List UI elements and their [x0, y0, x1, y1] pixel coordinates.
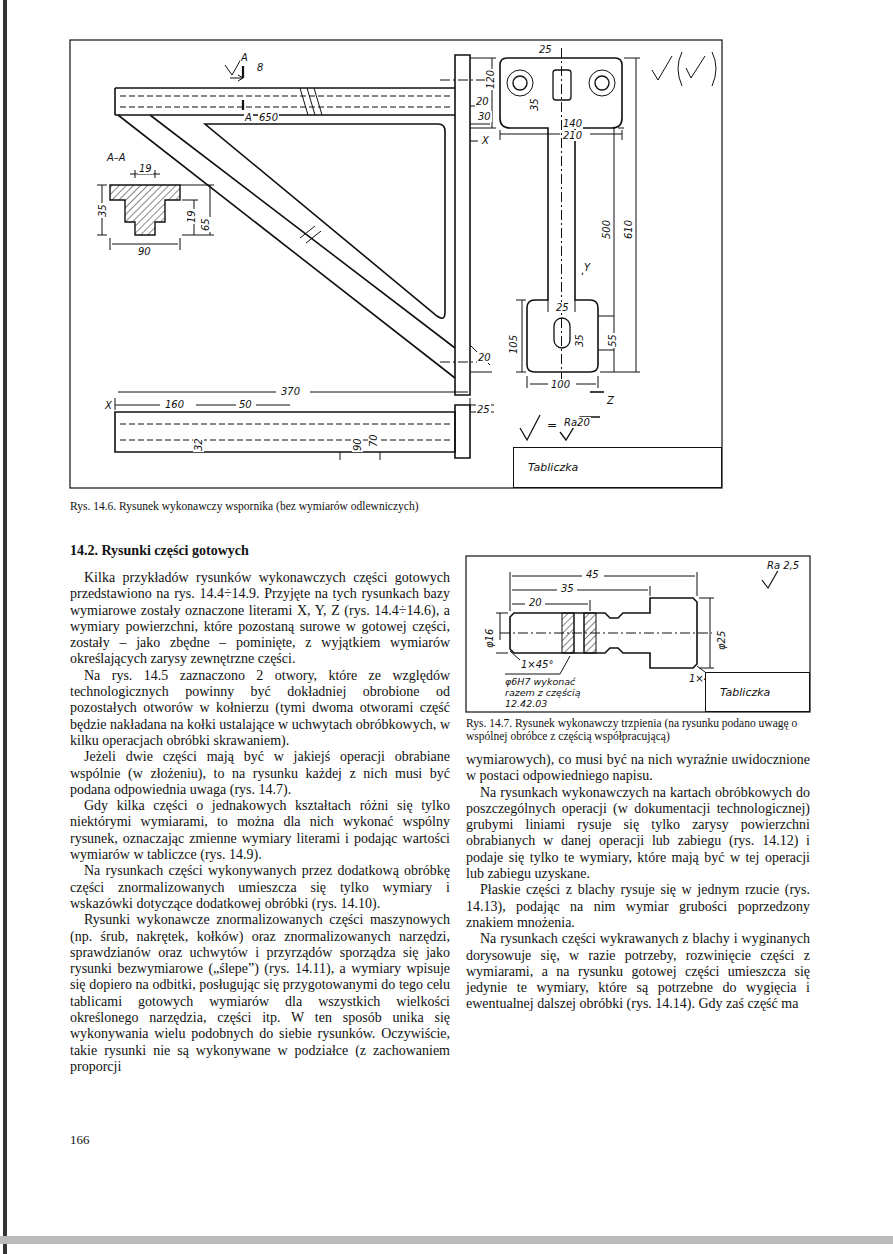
dimension-label: 210 — [562, 130, 583, 141]
dimension-label: 19 — [138, 163, 153, 174]
dimension-label: 35 — [560, 583, 575, 594]
dimension-label: 105 — [508, 334, 519, 355]
figure-caption: Rys. 14.6. Rysunek wykonawczy wspornika … — [70, 500, 720, 513]
text-column: wymiarowych), co musi być na nich wyraźn… — [466, 752, 810, 1013]
section-heading: 14.2. Rysunki części gotowych — [70, 543, 249, 559]
dimension-label: 20 — [528, 597, 543, 608]
dimension-label: 25 — [555, 302, 570, 313]
dimension-label: 45 — [585, 569, 600, 580]
dimension-label: φ25 — [716, 630, 727, 651]
dimension-label: 19 — [186, 209, 197, 224]
dimension-label: A — [244, 112, 253, 123]
dimension-label: 160 — [164, 399, 185, 410]
text-column: Kilka przykładów rysunków wykonawczych c… — [70, 570, 450, 1075]
dimension-label: 30 — [477, 111, 492, 122]
body-paragraph: Kilka przykładów rysunków wykonawczych c… — [70, 570, 450, 668]
dimension-label: 8 — [256, 62, 264, 73]
dimension-label: 610 — [623, 219, 634, 240]
dimension-label: 25 — [476, 404, 491, 415]
body-paragraph: Płaskie części z blachy rysuje się w jed… — [466, 882, 810, 931]
dimension-label: 20 — [475, 96, 490, 107]
dimension-label: 50 — [238, 399, 253, 410]
dimension-label: 65 — [200, 217, 211, 232]
dimension-label: 70 — [368, 433, 379, 448]
dimension-label: X — [104, 400, 113, 411]
dimension-label: 650 — [258, 112, 279, 123]
dimension-label: 500 — [601, 219, 612, 240]
title-block: Tabliczka — [705, 672, 810, 712]
title-block: Tabliczka — [513, 447, 722, 488]
dimension-label: φ16 — [484, 628, 495, 649]
dimension-label: 20 — [477, 352, 492, 363]
dimension-label: Ra20 — [563, 417, 591, 428]
dimension-label: 140 — [562, 118, 583, 129]
body-paragraph: Na rysunkach wykonawczych na kartach obr… — [466, 785, 810, 883]
dimension-label: 370 — [280, 386, 301, 397]
body-paragraph: Na rysunkach części wykrawanych z blachy… — [466, 931, 810, 1012]
dimension-label: 100 — [550, 379, 571, 390]
dimension-label: 90 — [352, 437, 363, 452]
dimension-label: Y — [583, 262, 591, 273]
body-paragraph: Na rysunkach części wykonywanych przez d… — [70, 863, 450, 912]
body-paragraph: Gdy kilka części o jednakowych kształtac… — [70, 798, 450, 863]
dimension-label: 25 — [538, 44, 553, 55]
dimension-label: 35 — [574, 333, 585, 348]
dimension-label: 1×45° — [520, 659, 554, 670]
machining-note: φ6H7 wykonać razem z częścią 12.42.03 — [505, 676, 597, 709]
title-block-text: Tabliczka — [706, 686, 770, 699]
dimension-label: 35 — [529, 97, 540, 112]
dimension-label: 35 — [97, 203, 108, 218]
dimension-label: 120 — [485, 69, 496, 90]
body-paragraph: Na rys. 14.5 zaznaczono 2 otwory, które … — [70, 668, 450, 749]
dimension-label: X — [481, 135, 490, 146]
title-block-text: Tabliczka — [514, 461, 578, 474]
dimension-label: 32 — [193, 437, 204, 452]
dimension-label: Ra 2,5 — [766, 560, 800, 571]
body-paragraph: Rysunki wykonawcze znormalizowanych częś… — [70, 912, 450, 1075]
dimension-label: 90 — [137, 246, 152, 257]
page-number: 166 — [70, 1132, 90, 1148]
dimension-label: A — [240, 52, 249, 63]
dimension-label: 55 — [607, 333, 618, 348]
figure-caption: Rys. 14.7. Rysunek wykonawczy trzpienia … — [466, 717, 811, 743]
dimension-label: Z — [606, 395, 615, 406]
dimension-label: A–A — [106, 152, 127, 163]
roughness-equals: = — [546, 420, 558, 431]
body-paragraph: Jeżeli dwie części mają być w jakiejś op… — [70, 749, 450, 798]
body-paragraph: wymiarowych), co musi być na nich wyraźn… — [466, 752, 810, 785]
